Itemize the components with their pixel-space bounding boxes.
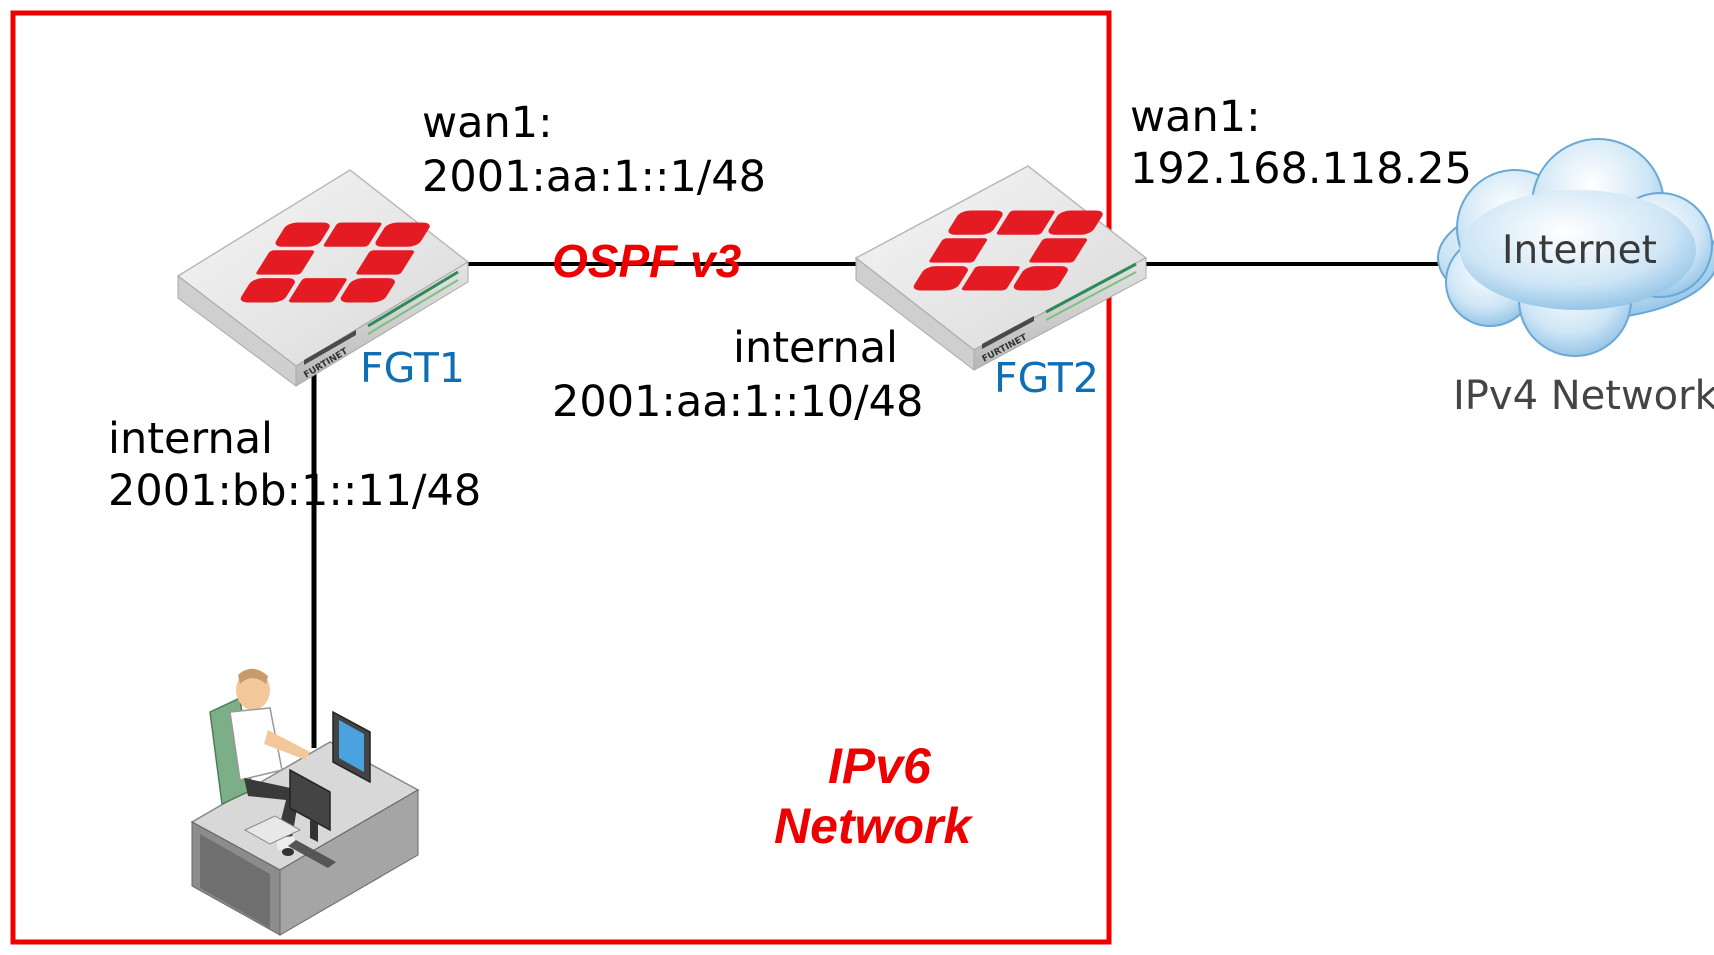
fgt2-wan-ip: 192.168.118.25 [1130,144,1472,194]
cloud-caption: IPv4 Network [1453,373,1714,419]
user-workstation-icon[interactable] [190,668,420,936]
fortinet-logo-icon [240,222,430,303]
fortinet-logo-icon [913,210,1103,291]
fgt2-internal-label: internal [733,323,898,373]
fgt1-wan-ip: 2001:aa:1::1/48 [422,152,766,202]
fortigate-appliance-icon[interactable]: FURTINET [854,165,1148,372]
cloud-label: Internet [1502,228,1657,273]
internet-cloud-icon[interactable] [1437,138,1714,357]
fgt2-device-name: FGT2 [994,354,1100,402]
ipv6-zone-label-line2: Network [774,798,972,854]
fgt1-internal-ip: 2001:bb:1::11/48 [108,466,482,516]
fgt1-internal-label: internal [108,414,273,464]
ipv6-zone-label-line1: IPv6 [828,738,931,794]
fgt2-internal-ip: 2001:aa:1::10/48 [552,377,924,427]
protocol-label: OSPF v3 [552,235,742,287]
fgt1-wan-label: wan1: [422,98,553,148]
fortigate-appliance-icon[interactable]: FURTINET [176,169,470,387]
fgt2-wan-label: wan1: [1130,92,1261,142]
fgt1-device-name: FGT1 [360,344,466,392]
ipv6-zone-border [10,10,1112,945]
